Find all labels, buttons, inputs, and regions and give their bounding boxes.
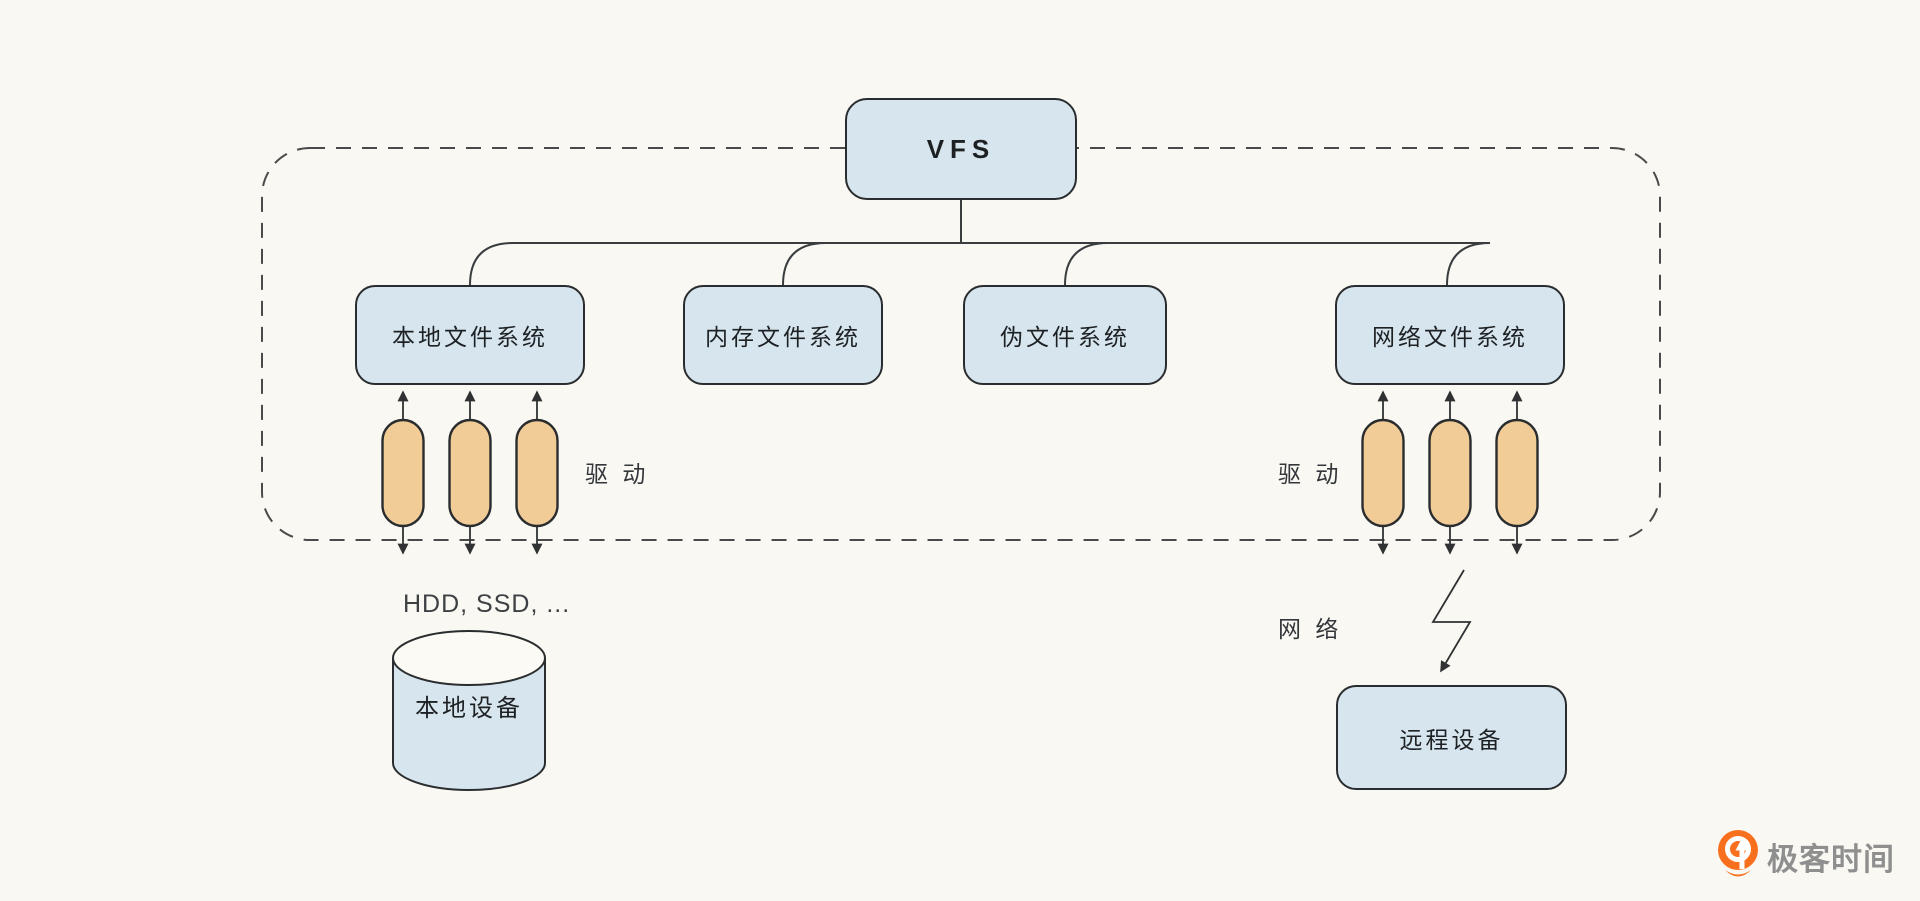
connector-to-network-fs bbox=[1446, 242, 1491, 286]
connector-to-pseudo-fs bbox=[1064, 242, 1109, 286]
node-vfs: VFS bbox=[845, 98, 1077, 200]
left-driver-arrows bbox=[397, 390, 543, 555]
driver-pill bbox=[448, 418, 492, 528]
node-local-filesystem-label: 本地文件系统 bbox=[392, 324, 548, 350]
driver-caption-left: 驱 动 bbox=[585, 461, 650, 487]
driver-pill bbox=[1495, 418, 1539, 528]
local-devices-caption: HDD, SSD, ... bbox=[403, 590, 571, 618]
node-memory-filesystem: 内存文件系统 bbox=[683, 285, 883, 385]
node-local-filesystem: 本地文件系统 bbox=[355, 285, 585, 385]
connector-to-local-fs bbox=[469, 242, 514, 286]
driver-pill bbox=[381, 418, 425, 528]
node-remote-device-label: 远程设备 bbox=[1399, 726, 1504, 753]
driver-caption-right: 驱 动 bbox=[1278, 461, 1343, 487]
node-network-filesystem: 网络文件系统 bbox=[1335, 285, 1565, 385]
node-vfs-label: VFS bbox=[926, 133, 996, 164]
local-device-label: 本地设备 bbox=[415, 695, 523, 722]
vfs-tree-connectors bbox=[469, 200, 1491, 286]
node-pseudo-filesystem-label: 伪文件系统 bbox=[1000, 324, 1130, 350]
driver-pill bbox=[515, 418, 559, 528]
node-pseudo-filesystem: 伪文件系统 bbox=[963, 285, 1167, 385]
connector-to-memory-fs bbox=[782, 242, 827, 286]
cylinder-top bbox=[392, 630, 546, 686]
geektime-watermark: 极客时间 bbox=[1716, 828, 1895, 884]
local-device-cylinder bbox=[392, 630, 546, 791]
right-driver-pills bbox=[1361, 418, 1539, 528]
geektime-watermark-text: 极客时间 bbox=[1767, 841, 1895, 877]
node-memory-filesystem-label: 内存文件系统 bbox=[705, 324, 861, 350]
right-driver-arrows bbox=[1377, 390, 1523, 555]
node-remote-device: 远程设备 bbox=[1336, 685, 1567, 790]
cylinder-body bbox=[392, 658, 546, 791]
geektime-pin-icon bbox=[1718, 830, 1758, 877]
left-driver-group bbox=[381, 390, 559, 555]
right-driver-group bbox=[1361, 390, 1539, 555]
node-network-filesystem-label: 网络文件系统 bbox=[1372, 324, 1528, 350]
network-lightning-arrow bbox=[1431, 569, 1472, 673]
network-caption: 网 络 bbox=[1278, 616, 1343, 642]
driver-pill bbox=[1428, 418, 1472, 528]
driver-pill bbox=[1361, 418, 1405, 528]
left-driver-pills bbox=[381, 418, 559, 528]
